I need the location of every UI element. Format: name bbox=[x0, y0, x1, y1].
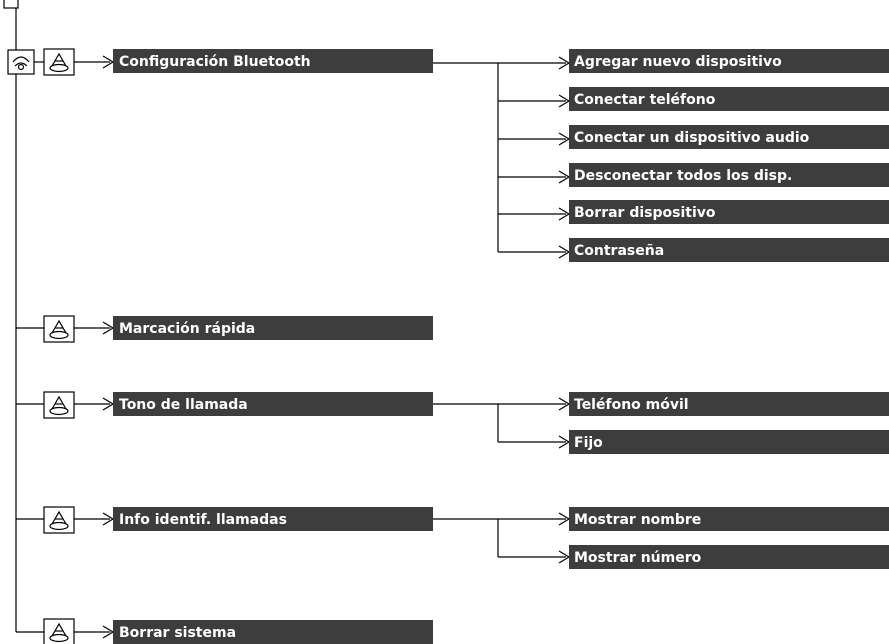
selector-knob-icon bbox=[43, 618, 75, 644]
menu-item-borrar-sistema[interactable]: Borrar sistema bbox=[113, 620, 433, 644]
menu-item-configuracion-bluetooth[interactable]: Configuración Bluetooth bbox=[113, 49, 433, 73]
submenu-label: Borrar dispositivo bbox=[574, 205, 716, 221]
submenu-item-contrasena[interactable]: Contraseña bbox=[569, 238, 889, 262]
submenu-item-agregar-nuevo-dispositivo[interactable]: Agregar nuevo dispositivo bbox=[569, 49, 889, 73]
menu-item-label: Info identif. llamadas bbox=[119, 512, 287, 528]
submenu-label: Contraseña bbox=[574, 243, 664, 259]
menu-item-tono-de-llamada[interactable]: Tono de llamada bbox=[113, 392, 433, 416]
submenu-item-fijo[interactable]: Fijo bbox=[569, 430, 889, 454]
submenu-item-telefono-movil[interactable]: Teléfono móvil bbox=[569, 392, 889, 416]
submenu-label: Agregar nuevo dispositivo bbox=[574, 54, 782, 70]
phone-button-icon bbox=[7, 49, 35, 75]
selector-knob-icon bbox=[43, 391, 75, 419]
selector-knob-icon bbox=[43, 315, 75, 343]
submenu-label: Conectar teléfono bbox=[574, 92, 716, 108]
submenu-item-conectar-dispositivo-audio[interactable]: Conectar un dispositivo audio bbox=[569, 125, 889, 149]
submenu-label: Mostrar nombre bbox=[574, 512, 701, 528]
menu-item-label: Configuración Bluetooth bbox=[119, 54, 311, 70]
submenu-label: Fijo bbox=[574, 435, 603, 451]
selector-knob-icon bbox=[43, 48, 75, 76]
submenu-item-mostrar-nombre[interactable]: Mostrar nombre bbox=[569, 507, 889, 531]
root-box bbox=[3, 0, 19, 9]
submenu-item-desconectar-todos[interactable]: Desconectar todos los disp. bbox=[569, 163, 889, 187]
selector-knob-icon bbox=[43, 506, 75, 534]
menu-item-info-identif-llamadas[interactable]: Info identif. llamadas bbox=[113, 507, 433, 531]
submenu-item-conectar-telefono[interactable]: Conectar teléfono bbox=[569, 87, 889, 111]
submenu-label: Mostrar número bbox=[574, 550, 702, 566]
menu-item-label: Marcación rápida bbox=[119, 321, 255, 337]
submenu-item-borrar-dispositivo[interactable]: Borrar dispositivo bbox=[569, 200, 889, 224]
submenu-label: Teléfono móvil bbox=[574, 397, 689, 413]
submenu-label: Desconectar todos los disp. bbox=[574, 168, 792, 184]
submenu-item-mostrar-numero[interactable]: Mostrar número bbox=[569, 545, 889, 569]
submenu-label: Conectar un dispositivo audio bbox=[574, 130, 810, 146]
menu-item-marcacion-rapida[interactable]: Marcación rápida bbox=[113, 316, 433, 340]
menu-item-label: Borrar sistema bbox=[119, 625, 236, 641]
menu-item-label: Tono de llamada bbox=[119, 397, 248, 413]
